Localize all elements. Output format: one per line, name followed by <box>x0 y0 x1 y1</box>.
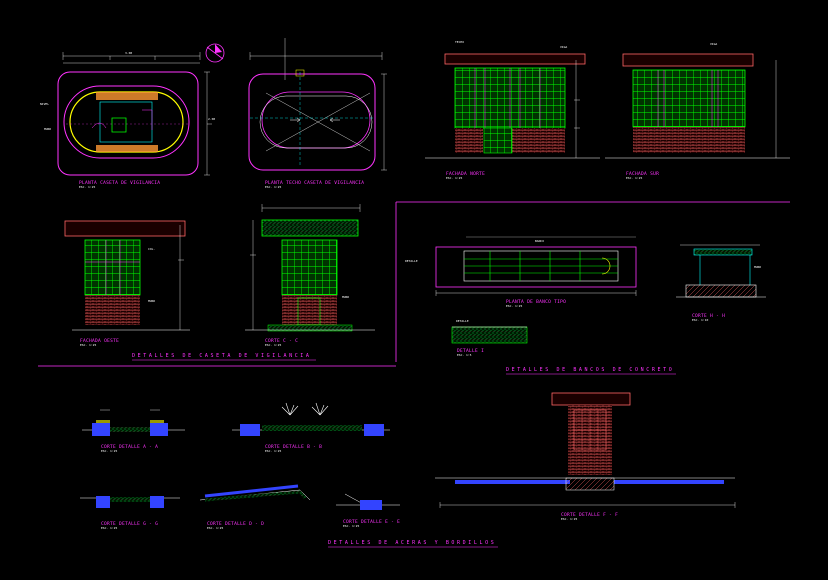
label-bench-plan: PLANTA DE BANCO TIPO <box>506 299 566 305</box>
svg-text:NIVEL: NIVEL <box>40 102 49 106</box>
svg-text:MURO: MURO <box>148 299 155 303</box>
title-sidewalk-details: DETALLES DE ACERAS Y BORDILLOS <box>328 540 496 546</box>
scale-section-g: ESC. 1:25 <box>101 526 117 530</box>
scale-section-a: ESC. 1:25 <box>101 449 117 453</box>
section-a <box>82 409 185 436</box>
label-section-h: CORTE H - H <box>692 313 725 319</box>
label-plan: PLANTA CASETA DE VIGILANCIA <box>79 180 160 186</box>
svg-text:2.00: 2.00 <box>208 117 215 121</box>
roof-plan <box>248 38 387 171</box>
booth-plan: 3.00 2.00 NIVEL MURO <box>40 51 215 176</box>
tree-icon <box>281 402 299 416</box>
title-bench-details: DETALLES DE BANCOS DE CONCRETO <box>506 367 674 373</box>
section-d <box>199 484 311 502</box>
svg-text:MURO: MURO <box>44 127 51 131</box>
tree-icon <box>311 402 329 416</box>
scale-bench-plan: ESC. 1:25 <box>506 304 522 308</box>
scale-section-d: ESC. 1:25 <box>207 526 223 530</box>
svg-text:3.00: 3.00 <box>125 51 132 55</box>
section-c: MURO <box>245 204 375 332</box>
section-h: MURO <box>676 244 766 298</box>
section-g <box>80 496 180 508</box>
svg-text:TECHO: TECHO <box>455 40 464 44</box>
label-section-a: CORTE DETALLE A - A <box>101 444 158 450</box>
south-elevation: VIGA <box>605 42 790 159</box>
svg-text:MURO: MURO <box>754 265 761 269</box>
scale-detail-1: ESC. 1:5 <box>457 353 472 357</box>
scale-section-e: ESC. 1:25 <box>343 524 359 528</box>
section-b <box>232 402 390 436</box>
label-section-d: CORTE DETALLE D - D <box>207 521 264 527</box>
label-north-elevation: FACHADA NORTE <box>446 171 485 177</box>
title-booth-details: DETALLES DE CASETA DE VIGILANCIA <box>132 353 312 359</box>
label-section-b: CORTE DETALLE B - B <box>265 444 322 450</box>
svg-text:DETALLE: DETALLE <box>405 259 418 263</box>
detail-1: DETALLE <box>451 319 528 344</box>
label-section-e: CORTE DETALLE E - E <box>343 519 400 525</box>
scale-west-elevation: ESC. 1:25 <box>80 343 96 347</box>
scale-plan: ESC. 1:25 <box>79 185 95 189</box>
label-west-elevation: FACHADA OESTE <box>80 338 119 344</box>
svg-text:MURO: MURO <box>342 295 349 299</box>
svg-text:VIGA: VIGA <box>710 42 717 46</box>
label-section-f: CORTE DETALLE F - F <box>561 512 618 518</box>
svg-text:COL.: COL. <box>148 247 155 251</box>
label-detail-1: DETALLE I <box>457 348 484 354</box>
label-south-elevation: FACHADA SUR <box>626 171 659 177</box>
svg-text:VIGA: VIGA <box>560 45 567 49</box>
label-section-g: CORTE DETALLE G - G <box>101 521 158 527</box>
svg-text:BANCO: BANCO <box>535 239 544 243</box>
west-elevation: COL. MURO <box>64 220 190 331</box>
scale-north-elevation: ESC. 1:25 <box>446 176 462 180</box>
label-roof-plan: PLANTA TECHO CASETA DE VIGILANCIA <box>265 180 364 186</box>
section-e <box>336 493 400 510</box>
scale-section-c: ESC. 1:25 <box>265 343 281 347</box>
scale-section-b: ESC. 1:25 <box>265 449 281 453</box>
scale-roof-plan: ESC. 1:25 <box>265 185 281 189</box>
north-arrow-icon <box>205 43 225 63</box>
north-elevation: TECHO VIGA <box>425 40 600 159</box>
section-f <box>435 392 736 508</box>
svg-text:DETALLE: DETALLE <box>456 319 469 323</box>
sheet-frame-lines <box>38 201 790 367</box>
scale-section-h: ESC. 1:10 <box>692 318 708 322</box>
scale-south-elevation: ESC. 1:25 <box>626 176 642 180</box>
bench-plan: DETALLE BANCO <box>405 236 637 296</box>
label-section-c: CORTE C - C <box>265 338 298 344</box>
scale-section-f: ESC. 1:25 <box>561 517 577 521</box>
